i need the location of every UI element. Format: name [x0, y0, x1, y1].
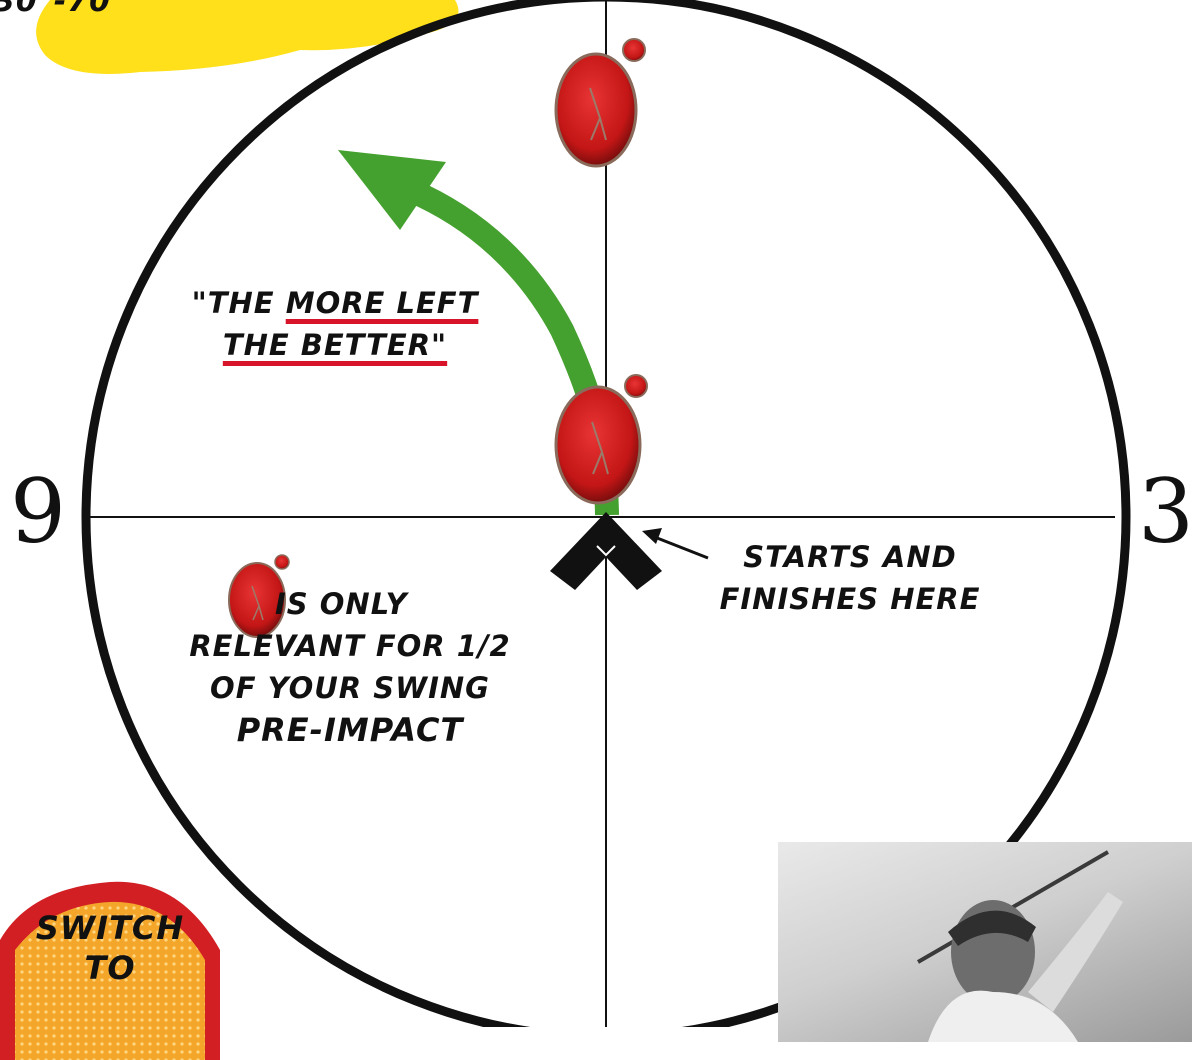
- swing-clock-diagram: 30°-70°: [0, 0, 1192, 1027]
- quote-line-2: the better": [160, 324, 510, 366]
- red-drop-marker-icon: [556, 375, 647, 503]
- quote-highlight: more left: [286, 286, 479, 320]
- clock-number-3: 3: [1138, 468, 1192, 556]
- golfer-photo: [778, 842, 1192, 1042]
- quote-line-1: "The more left: [160, 282, 510, 324]
- start-finish-note: starts and finishes here: [680, 536, 1020, 620]
- pre-impact-label: pre-impact: [185, 709, 515, 751]
- clock-number-9: 9: [10, 468, 66, 556]
- switch-badge-text: switch to: [20, 908, 200, 988]
- golfer-silhouette: [778, 842, 1192, 1042]
- red-drop-marker-icon: [556, 39, 645, 166]
- switch-badge[interactable]: switch to: [0, 880, 220, 1060]
- relevance-note: is only relevant for 1/2 of your swing p…: [185, 583, 515, 751]
- quote-text: "The more left the better": [160, 282, 510, 366]
